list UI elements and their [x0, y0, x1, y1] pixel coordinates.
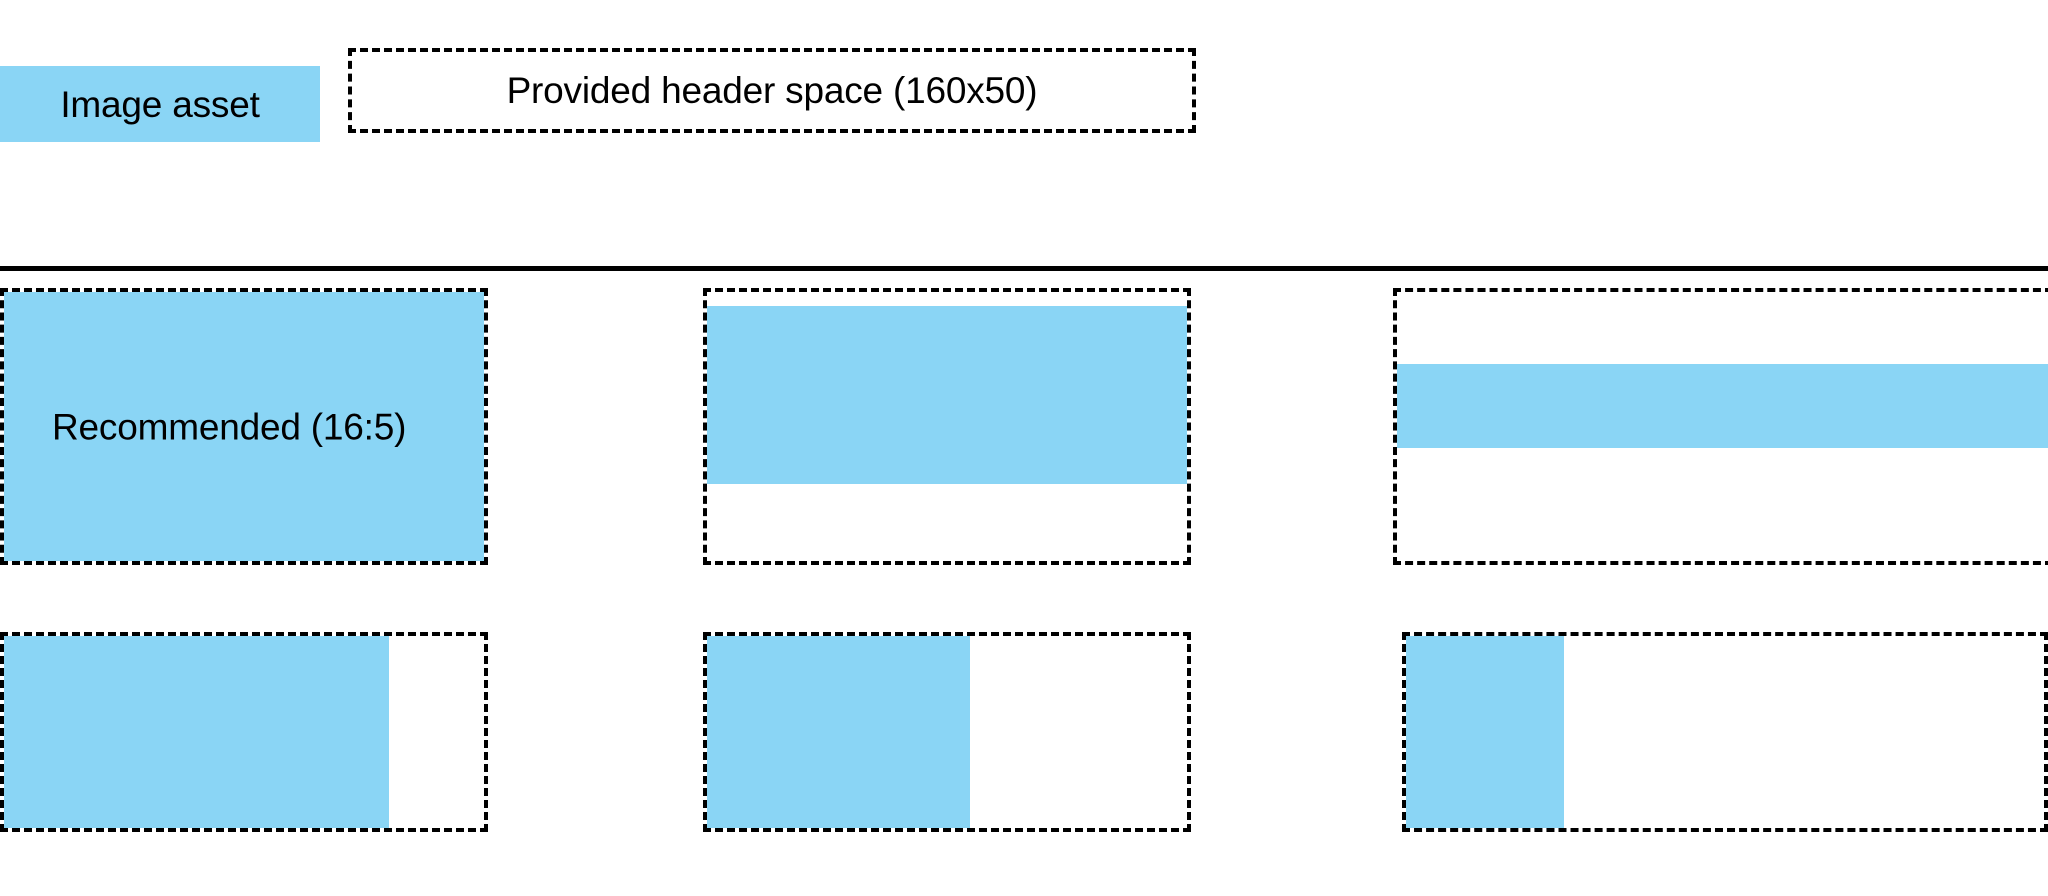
- asset-fill-region: [707, 306, 1187, 484]
- asset-fill-region: [707, 636, 970, 828]
- recommended-ratio-label: Recommended (16:5): [52, 406, 407, 447]
- section-divider: [0, 266, 2048, 271]
- example-card-shorter-asset: [703, 288, 1191, 565]
- legend-image-asset-label: Image asset: [60, 83, 260, 125]
- example-card-recommended-16-5: Recommended (16:5): [0, 288, 488, 565]
- asset-fill-region: [1406, 636, 1564, 828]
- legend-image-asset-swatch: Image asset: [0, 66, 320, 142]
- legend-header-space-label: Provided header space (160x50): [506, 70, 1038, 111]
- example-card-thin-band-asset: [1393, 288, 2048, 565]
- example-card-narrow-asset-wide: [0, 632, 488, 832]
- example-card-narrow-asset-medium: [703, 632, 1191, 832]
- legend-header-space-outline: Provided header space (160x50): [348, 48, 1196, 133]
- example-card-narrow-asset-small: [1402, 632, 2048, 832]
- asset-fill-region: [4, 636, 389, 828]
- asset-fill-region: [1397, 364, 2048, 448]
- asset-fill-region: [4, 292, 484, 561]
